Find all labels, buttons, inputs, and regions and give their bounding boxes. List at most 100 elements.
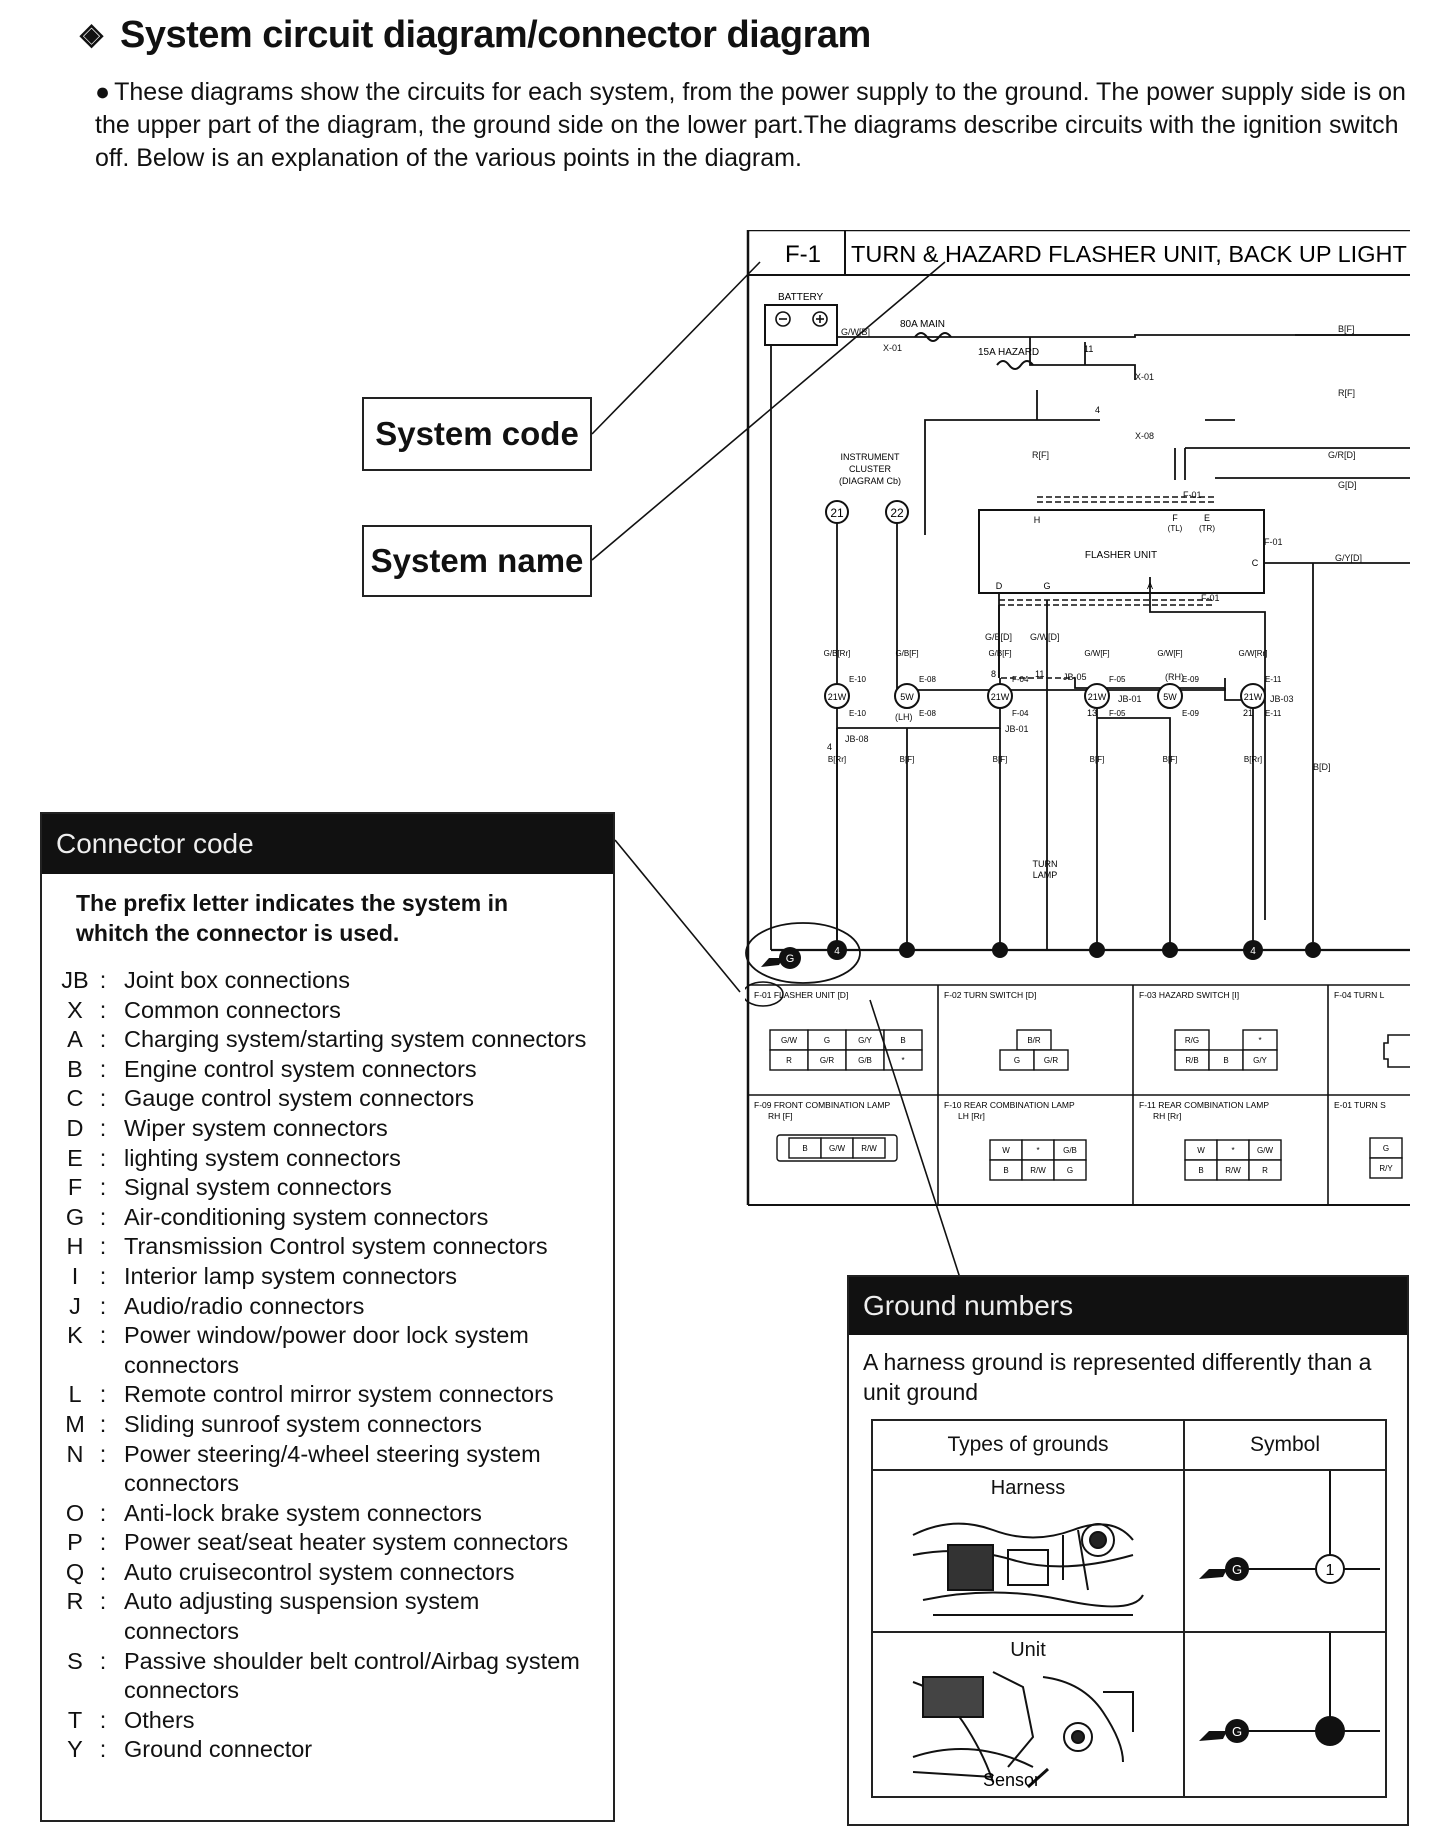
connector-pin-label: B	[1223, 1056, 1228, 1065]
lamp-bulb-icon	[824, 683, 850, 709]
colon-separator: :	[99, 1558, 107, 1585]
colon-separator: :	[99, 1233, 107, 1260]
colon-separator: :	[99, 1440, 107, 1467]
cluster-label-line: INSTRUMENT	[841, 452, 900, 462]
cluster-label-line: (DIAGRAM Cb)	[839, 476, 901, 486]
wire-label: X-08	[1135, 431, 1154, 441]
flasher-pin: F	[1172, 513, 1178, 523]
col-header-types: Types of grounds	[871, 1419, 1185, 1471]
colon-separator: :	[99, 1706, 107, 1733]
connector-code-key: G	[65, 1203, 85, 1230]
lamp-wattage: 21W	[828, 692, 847, 702]
connector-pin-label: G/W	[781, 1036, 797, 1045]
system-name-leader	[591, 261, 946, 561]
connector-code-description: The prefix letter indicates the system i…	[76, 890, 509, 946]
connector-code-key: J	[69, 1292, 81, 1319]
lamp-wattage: 5W	[1163, 692, 1177, 702]
connector-code-key: X	[67, 996, 83, 1023]
ground-node-4	[827, 940, 847, 960]
connector-code-key: JB	[61, 967, 89, 993]
flasher-pin: (TR)	[1199, 524, 1215, 533]
page-title: ◈System circuit diagram/connector diagra…	[80, 14, 871, 57]
connector-pin-label: G	[1014, 1056, 1020, 1065]
connector-pin-label: B	[900, 1036, 905, 1045]
lamp-bottom-wire: B[Rr]	[1244, 755, 1262, 764]
connector-pin-label: *	[1231, 1146, 1234, 1155]
connector-code-item: N:Power steering/4-wheel steering system…	[42, 1440, 613, 1499]
connector-code-key: M	[65, 1410, 85, 1437]
diagram-system-code: F-1	[785, 241, 821, 268]
ground-g-icon	[761, 958, 783, 967]
lamp-bottom-wire: B[F]	[900, 755, 915, 764]
flasher-pin: G	[1043, 581, 1050, 591]
lamp-connector: E-10	[849, 709, 866, 718]
connector-code-text: Common connectors	[124, 996, 341, 1023]
connector-code-item: J:Audio/radio connectors	[42, 1292, 613, 1322]
connector-view-title: F-10 REAR COMBINATION LAMP	[944, 1100, 1075, 1110]
connector-pin-label: *	[901, 1056, 904, 1065]
colon-separator: :	[99, 1736, 107, 1763]
wire-label: G/R[D]	[1328, 450, 1356, 460]
connector-code-item: E:lighting system connectors	[42, 1144, 613, 1174]
wire-number: 11	[1035, 669, 1044, 679]
lamp-wattage: 21W	[991, 692, 1010, 702]
ground-g-circle	[779, 947, 801, 969]
connector-pin-label: G/B	[858, 1056, 872, 1065]
table-row: Unit Sensor	[871, 1631, 1387, 1798]
colon-separator: :	[99, 996, 107, 1023]
flasher-unit: FLASHER UNIT H F (TL) E (TR) D G A C	[978, 509, 1265, 594]
connector-code-text: Auto adjusting suspension system connect…	[124, 1588, 480, 1645]
bullet-icon: ●	[95, 78, 111, 106]
lamp-top-wire: G/B[F]	[895, 649, 918, 658]
connector-view-subtitle: LH [Rr]	[958, 1111, 985, 1121]
connector-view-title: F-02 TURN SWITCH [D]	[944, 990, 1036, 1000]
connector-pin-label: W	[1197, 1146, 1205, 1155]
unit-filled-node	[1315, 1716, 1345, 1746]
lamp-connector: E-08	[919, 675, 936, 684]
connector-pin	[1369, 1157, 1403, 1179]
ground-types-table: Types of grounds Symbol Harness	[871, 1419, 1387, 1798]
system-name-callout: System name	[362, 525, 592, 597]
connector-code-item: S:Passive shoulder belt control/Airbag s…	[42, 1647, 613, 1706]
ground-highlight-ellipse	[745, 922, 861, 984]
connector-code-item: JB:Joint box connections	[42, 966, 613, 996]
connector-code-item: B:Engine control system connectors	[42, 1055, 613, 1085]
connector-code-text: Transmission Control system connectors	[124, 1233, 548, 1260]
col-header-symbol: Symbol	[1183, 1419, 1387, 1471]
connector-highlight-ellipse	[745, 981, 784, 1007]
cluster-node-label: 21	[830, 506, 844, 520]
flasher-pin: D	[996, 581, 1003, 591]
battery-negative-icon	[775, 311, 791, 327]
lamp-connector: E-11	[1265, 709, 1282, 718]
connector-pin-label: R/Y	[1379, 1164, 1393, 1173]
unit-label: Unit	[1010, 1639, 1046, 1661]
connector-code-key: B	[67, 1055, 83, 1082]
colon-separator: :	[99, 1085, 107, 1112]
connector-view-title: F-04 TURN L	[1334, 990, 1385, 1000]
ground-numbers-panel: Ground numbers A harness ground is repre…	[847, 1275, 1409, 1826]
connector-view-subtitle: RH [F]	[768, 1111, 793, 1121]
wire-label: X-01	[1135, 372, 1154, 382]
ground-bus: G 4 4	[745, 922, 1321, 984]
ground-node	[1162, 942, 1178, 958]
lamp-bottom-wire: B[F]	[993, 755, 1008, 764]
diagram-frame	[746, 230, 1410, 1206]
system-code-callout: System code	[362, 397, 592, 471]
connector-pin-label: R	[786, 1056, 792, 1065]
harness-g-label: G	[1232, 1562, 1242, 1577]
wire-label: G[D]	[1338, 480, 1357, 490]
lamp-bottom-wire: B[F]	[1163, 755, 1178, 764]
connector-code-item: M:Sliding sunroof system connectors	[42, 1410, 613, 1440]
lamp-connector: E-10	[849, 675, 866, 684]
lamp: 5WG/W[F]E-09E-09B[F]	[1157, 649, 1199, 764]
lamp-bulb-icon	[1157, 683, 1183, 709]
connector-code-key: Q	[65, 1558, 85, 1585]
colon-separator: :	[99, 1114, 107, 1141]
connector-outline	[776, 1134, 898, 1162]
ground-g-label: G	[786, 953, 795, 965]
connector-code-header: Connector code	[42, 814, 613, 874]
connector-pin-label: G/R	[1044, 1056, 1058, 1065]
